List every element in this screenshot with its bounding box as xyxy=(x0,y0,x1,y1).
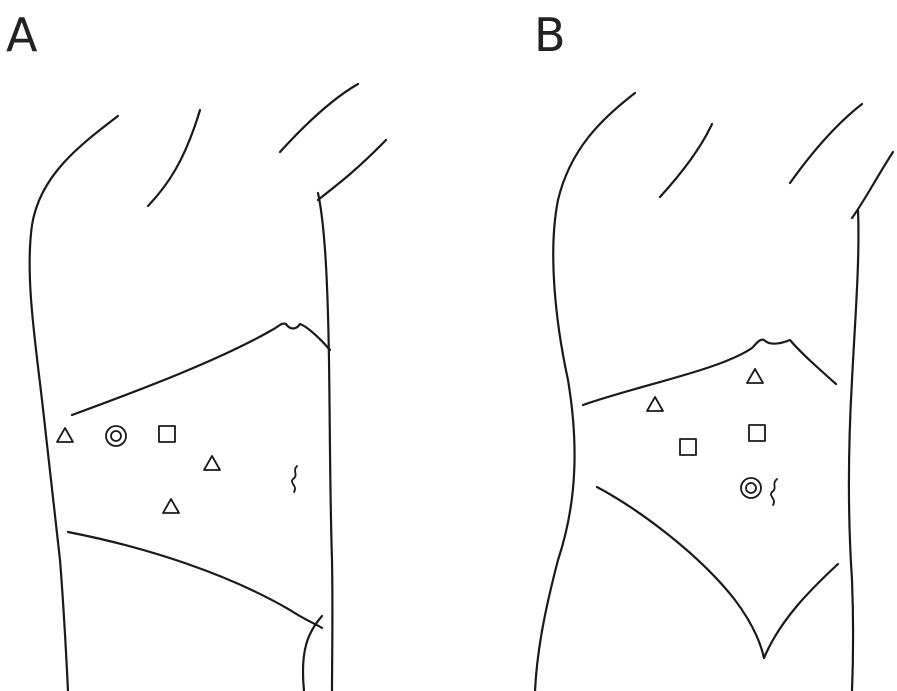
panel-a-iliac-line xyxy=(68,532,322,628)
panel-b-shoulder-line-3 xyxy=(852,152,893,218)
panel-a-right-contour xyxy=(318,193,332,691)
panel-b-right-contour xyxy=(849,210,858,691)
panel-b-torso xyxy=(535,93,893,691)
zigzag-icon xyxy=(292,466,297,492)
square-icon xyxy=(749,425,765,441)
double-circle-icon xyxy=(106,426,126,446)
triangle-icon xyxy=(204,456,220,470)
panel-a-costal-margin xyxy=(72,324,330,415)
panel-a-torso xyxy=(30,84,386,691)
double-circle-icon xyxy=(741,478,761,498)
panel-a-markers xyxy=(57,426,297,513)
panel-b-shoulder-line-2 xyxy=(790,104,862,183)
triangle-icon xyxy=(647,397,663,411)
panel-b-groin-line xyxy=(764,564,838,658)
zigzag-icon xyxy=(771,479,777,505)
panel-b-markers xyxy=(647,369,777,505)
panel-b-costal-margin xyxy=(583,340,836,405)
triangle-icon xyxy=(747,369,763,383)
panel-b-left-contour xyxy=(535,93,635,691)
triangle-icon xyxy=(163,499,179,513)
square-icon xyxy=(680,439,696,455)
panel-a-shoulder-line-3 xyxy=(318,140,386,200)
panel-a-shoulder-line-2 xyxy=(280,84,358,152)
panel-b-shoulder-line-1 xyxy=(660,124,712,197)
triangle-icon xyxy=(57,428,73,442)
panel-a-shoulder-line-1 xyxy=(148,110,200,206)
panel-b-iliac-line xyxy=(597,487,764,658)
square-icon xyxy=(159,426,175,442)
